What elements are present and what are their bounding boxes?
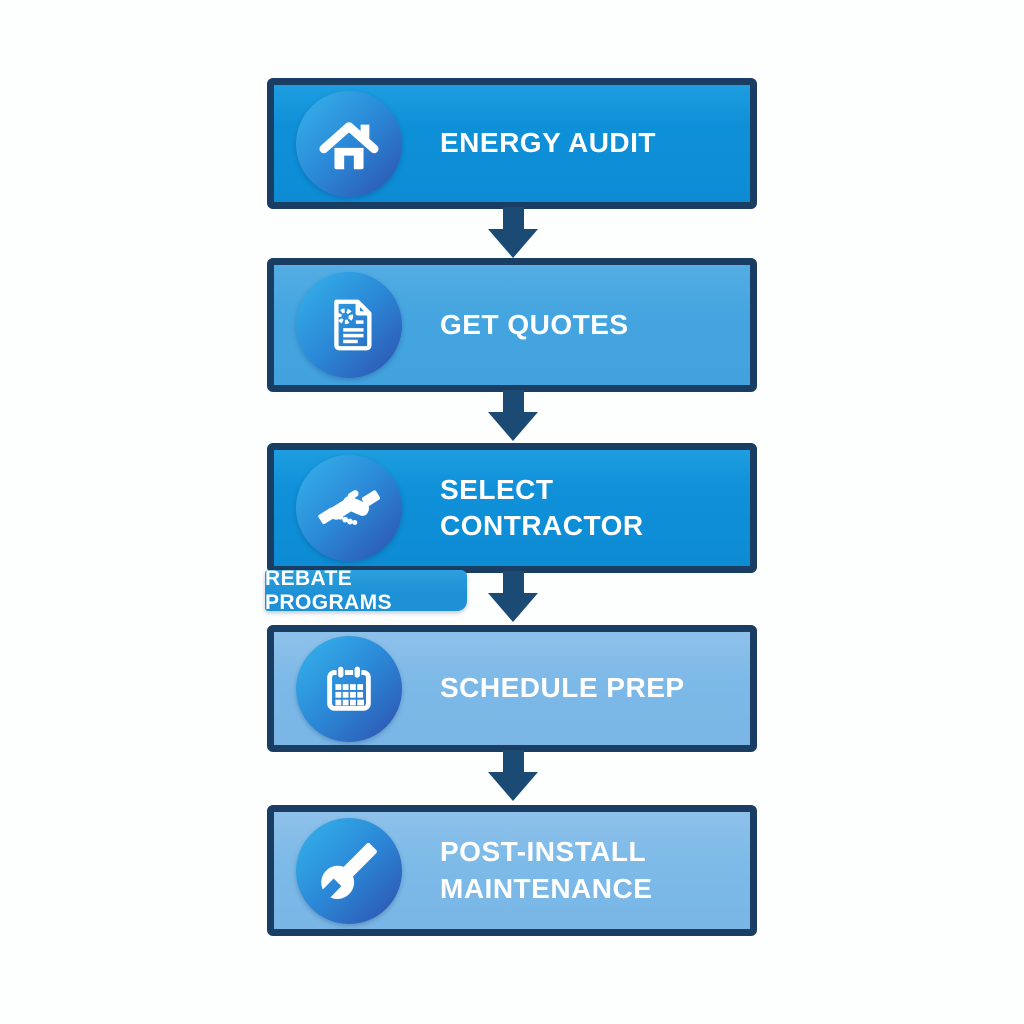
down-arrow	[488, 750, 538, 801]
step-select-contractor: SELECT CONTRACTOR	[267, 443, 757, 573]
quote-document-icon	[296, 272, 402, 378]
step-label: GET QUOTES	[440, 308, 629, 340]
down-arrow	[488, 571, 538, 622]
calendar-icon	[296, 635, 402, 742]
step-label: SELECT CONTRACTOR	[440, 473, 644, 541]
wrench-icon	[296, 817, 402, 924]
house-icon	[296, 90, 402, 197]
step-energy-audit: ENERGY AUDIT	[267, 78, 757, 209]
step-label: ENERGY AUDIT	[440, 127, 657, 159]
down-arrow	[488, 390, 538, 441]
rebate-programs-badge: REBATE PROGRAMS	[265, 567, 467, 614]
step-schedule-prep: SCHEDULE PREP	[267, 625, 757, 752]
step-post-install-maintenance: POST-INSTALL MAINTENANCE	[267, 805, 757, 936]
step-label: SCHEDULE PREP	[440, 672, 685, 704]
step-label: POST-INSTALL MAINTENANCE	[440, 836, 653, 904]
down-arrow	[488, 207, 538, 258]
handshake-icon	[296, 455, 402, 561]
step-get-quotes: GET QUOTES	[267, 258, 757, 392]
